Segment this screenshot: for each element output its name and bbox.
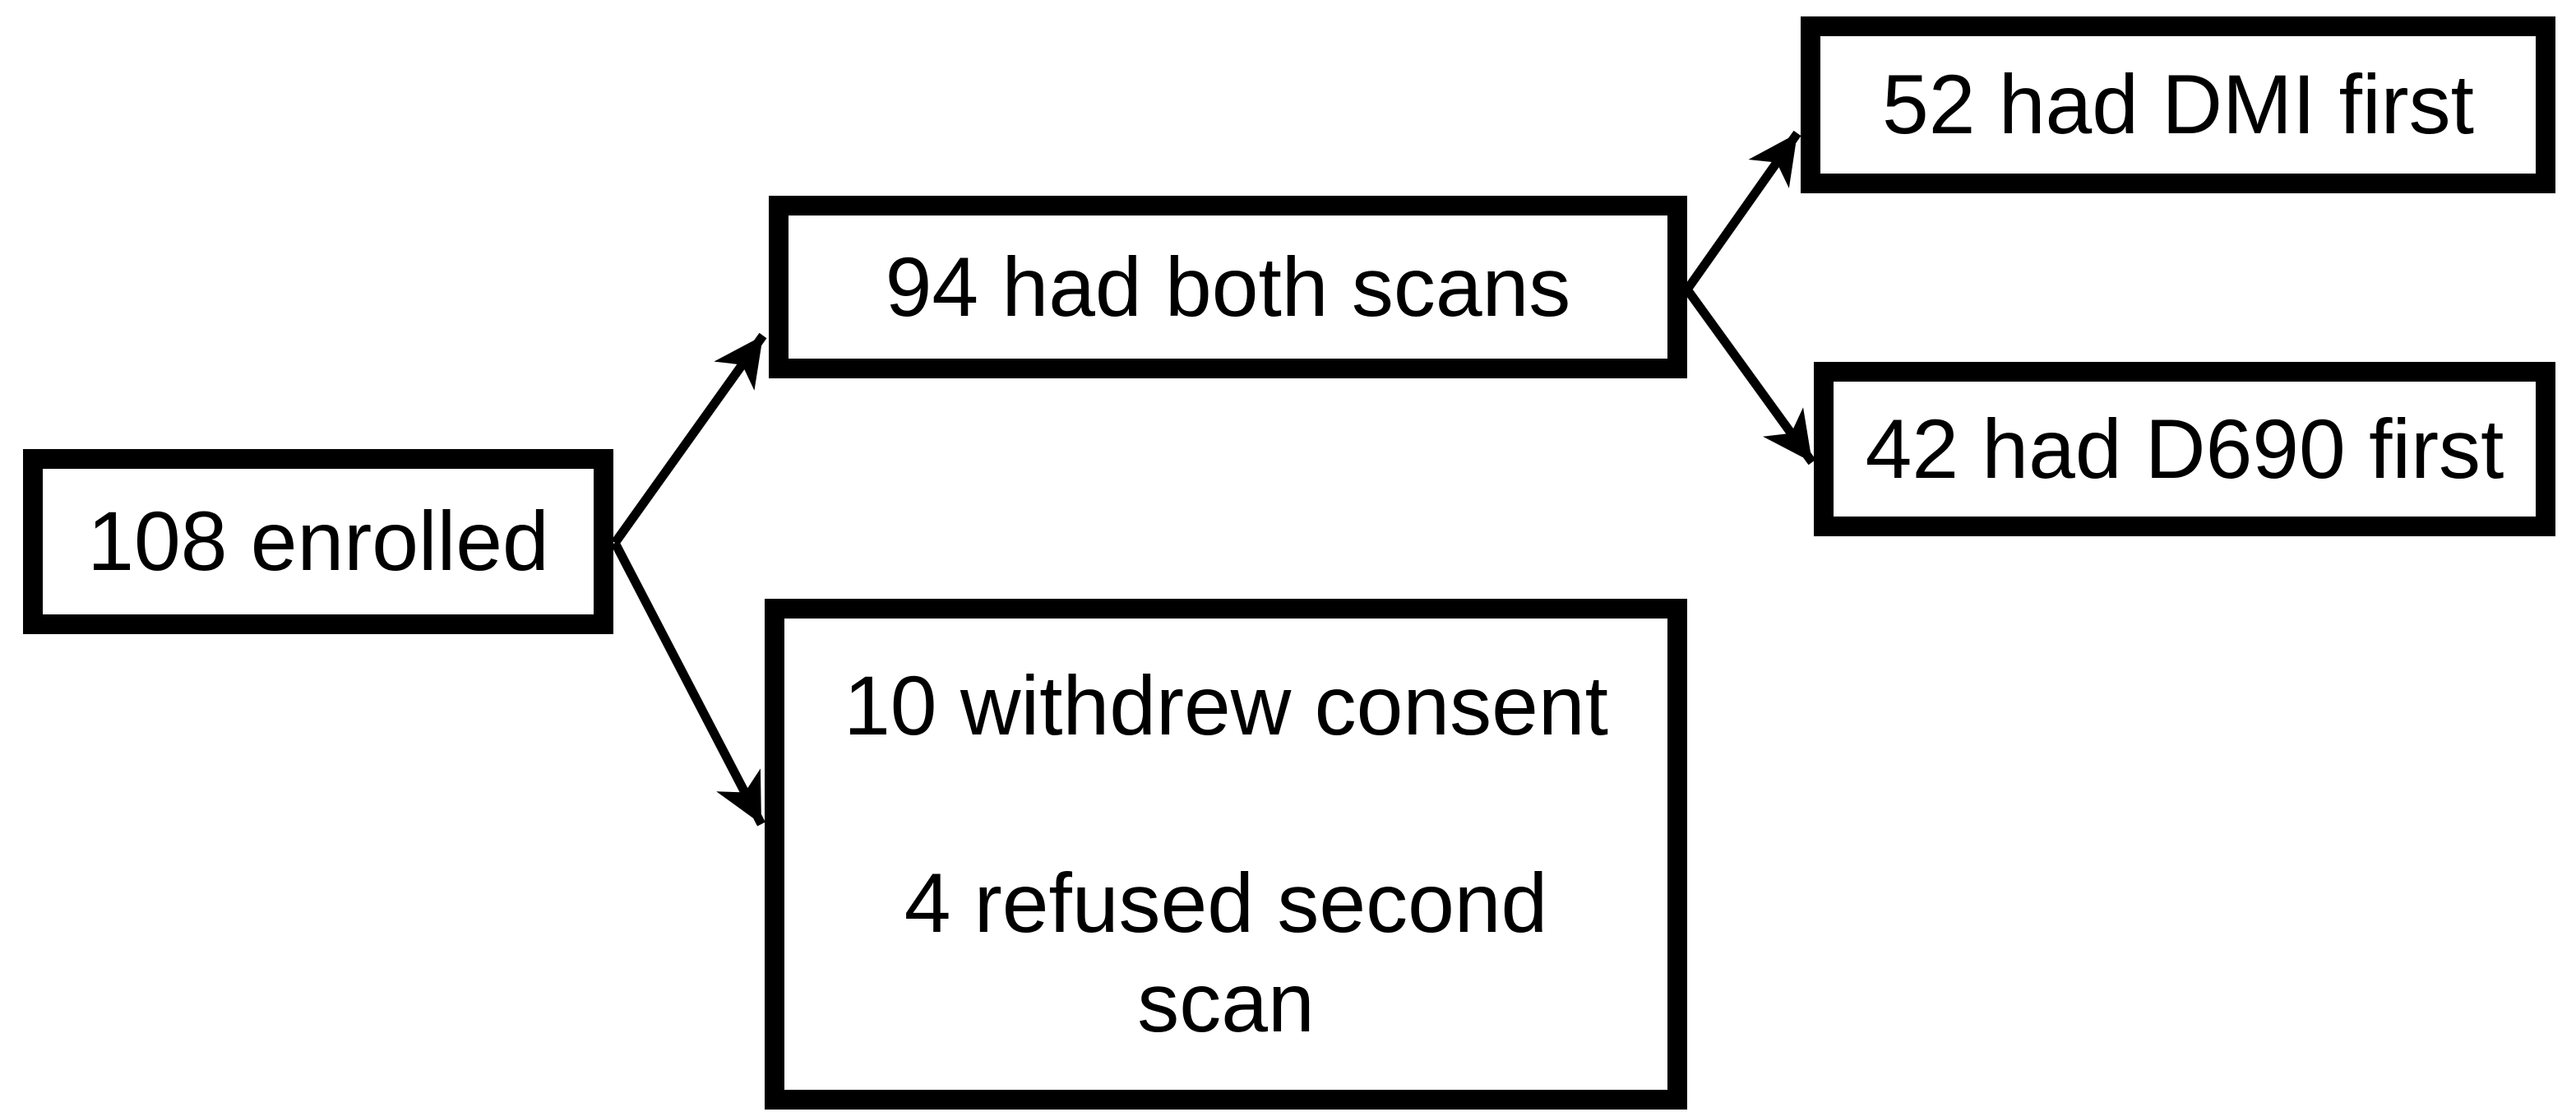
node-dropouts-line2: 4 refused second scan [904, 856, 1548, 1049]
node-dropouts-line1: 10 withdrew consent [844, 658, 1608, 753]
node-enrolled-label: 108 enrolled [87, 494, 549, 589]
arrow-both-scans-to-d690-first [1683, 286, 1816, 466]
node-d690-first-label: 42 had D690 first [1865, 401, 2504, 496]
node-both-scans: 94 had both scans [769, 196, 1687, 378]
node-dmi-first-label: 52 had DMI first [1882, 58, 2474, 152]
node-enrolled: 108 enrolled [23, 449, 613, 634]
node-both-scans-label: 94 had both scans [885, 239, 1571, 334]
arrow-enrolled-to-dropouts [611, 540, 765, 827]
node-dmi-first: 52 had DMI first [1801, 16, 2555, 193]
arrow-both-scans-to-dmi-first [1683, 130, 1801, 293]
arrow-enrolled-to-both-scans [611, 332, 767, 546]
node-d690-first: 42 had D690 first [1814, 362, 2555, 536]
node-dropouts: 10 withdrew consent 4 refused second sca… [765, 599, 1687, 1110]
